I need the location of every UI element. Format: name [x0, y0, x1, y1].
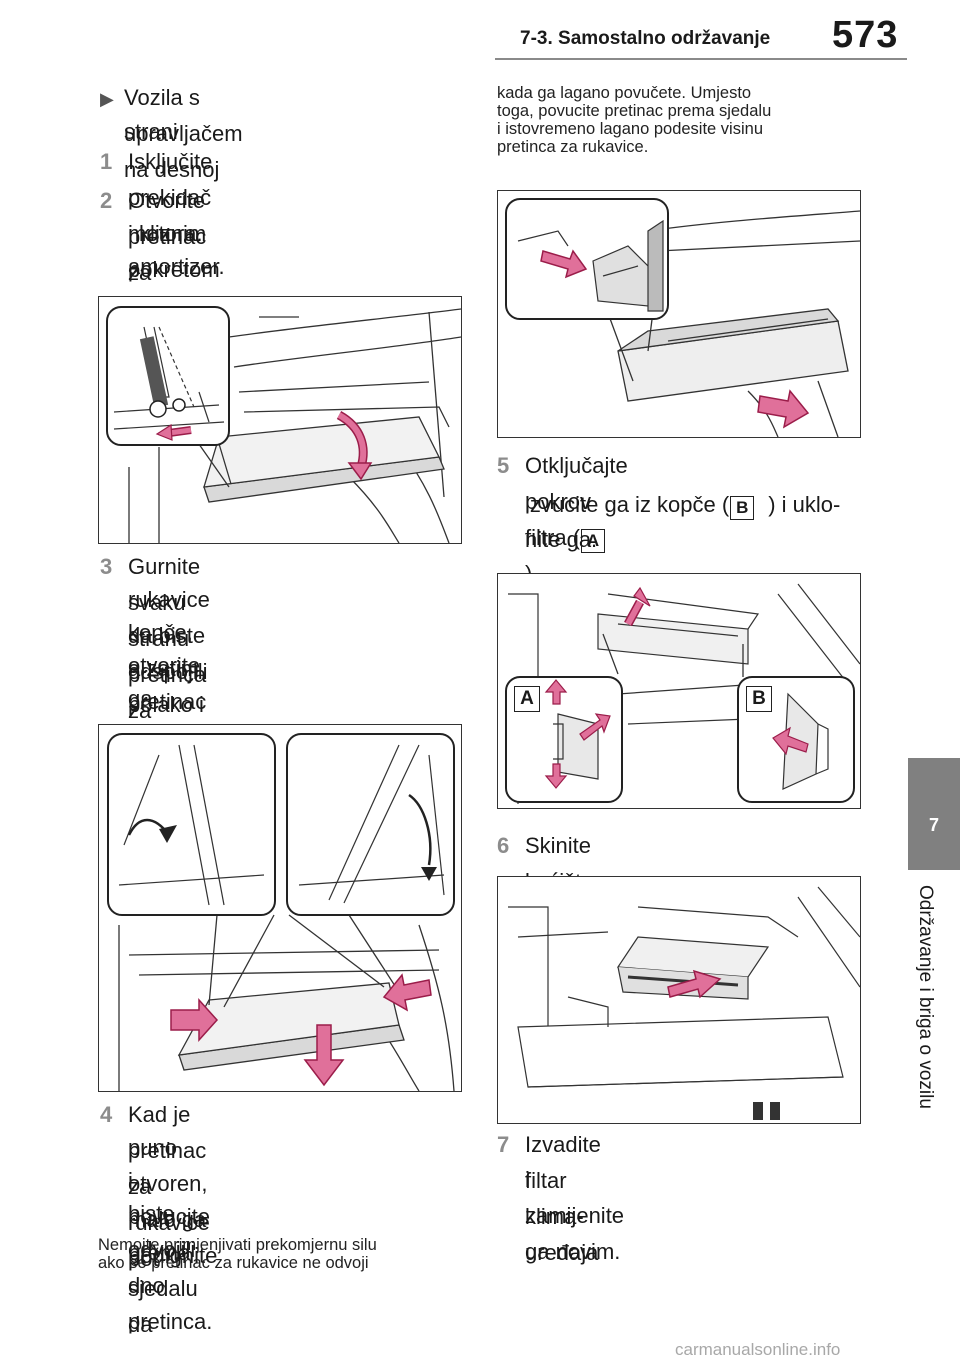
step-number: 1	[100, 149, 113, 174]
step-text: Kad je pretinac za rukavice pot-	[128, 1102, 210, 1271]
note-paragraph: Nemojte primjenjivati prekomjernu silu a…	[98, 1236, 377, 1272]
page-number: 573	[832, 14, 899, 56]
step-text: Otključajte pokrov filtra (A),	[525, 448, 628, 592]
callout-a: A	[581, 529, 605, 553]
step-number: 2	[100, 188, 113, 213]
note-line: pretinca za rukavice.	[497, 138, 649, 156]
header-rule	[495, 58, 907, 60]
figure-detach-bottom	[497, 190, 861, 438]
chapter-number: 7	[928, 815, 939, 835]
note-line: kada ga lagano povučete. Umjesto	[497, 84, 752, 102]
step-text: Gurnite svaku stranu pretinca za	[128, 554, 207, 723]
step-5-line-2: izvucite ga iz kopče (B ) i uklo-	[525, 487, 840, 523]
watermark: carmanualsonline.info	[675, 1340, 841, 1359]
note-line: i istovremeno lagano podesite visinu	[497, 120, 763, 138]
step-number: 4	[100, 1102, 113, 1127]
note-line: ako se pretinac za rukavice ne odvoji	[98, 1254, 369, 1272]
note-continuation: kada ga lagano povučete. Umjesto toga, p…	[497, 84, 771, 156]
step-text-part: ) i uklo-	[768, 492, 841, 517]
figure-release-clips	[98, 724, 462, 1092]
triangle-bullet-icon: ▶	[100, 89, 114, 109]
step-text: puno otvoren, malo ga podignite	[128, 1135, 218, 1268]
note-line: toga, povucite pretinac prema sjedalu	[497, 102, 772, 120]
step-text: i zamijenite ga novim.	[525, 1167, 625, 1264]
figure-damper-removal	[98, 296, 462, 544]
chapter-tab	[908, 758, 960, 870]
subheading-line-1: Vozila s upravljačem na desnoj	[124, 85, 243, 182]
label-a: A	[514, 686, 540, 712]
step-text: i povucite prema sjedalu da	[128, 1168, 210, 1337]
step-number: 5	[497, 453, 510, 478]
step-number: 3	[100, 554, 113, 579]
step-text: rukavice da biste odspojili	[128, 587, 210, 684]
step-text-part: izvucite ga iz kopče (	[525, 492, 730, 517]
step-number: 7	[497, 1132, 510, 1157]
step-text-part: Otključajte pokrov filtra (	[525, 453, 628, 550]
step-5-line-3: nite ga.	[525, 527, 598, 552]
step-text: biste odvojili dno pretinca.	[128, 1201, 213, 1334]
label-b: B	[746, 686, 772, 712]
callout-b: B	[730, 496, 755, 520]
step-text: Isključite prekidač motora.	[128, 149, 213, 246]
subheading-line-2: strani	[124, 119, 178, 144]
step-text: Izvadite filtar klima-uređaja	[525, 1132, 601, 1265]
section-title: 7-3. Samostalno održavanje	[520, 28, 771, 49]
note-line: Nemojte primjenjivati prekomjernu silu	[98, 1236, 377, 1254]
chapter-title: Održavanje i briga o vozilu	[915, 885, 936, 1109]
step-text: amortizer.	[128, 254, 225, 279]
figure-filter-cover: A B	[497, 573, 861, 809]
step-number: 6	[497, 833, 510, 858]
figure-filter-case	[497, 876, 861, 1124]
